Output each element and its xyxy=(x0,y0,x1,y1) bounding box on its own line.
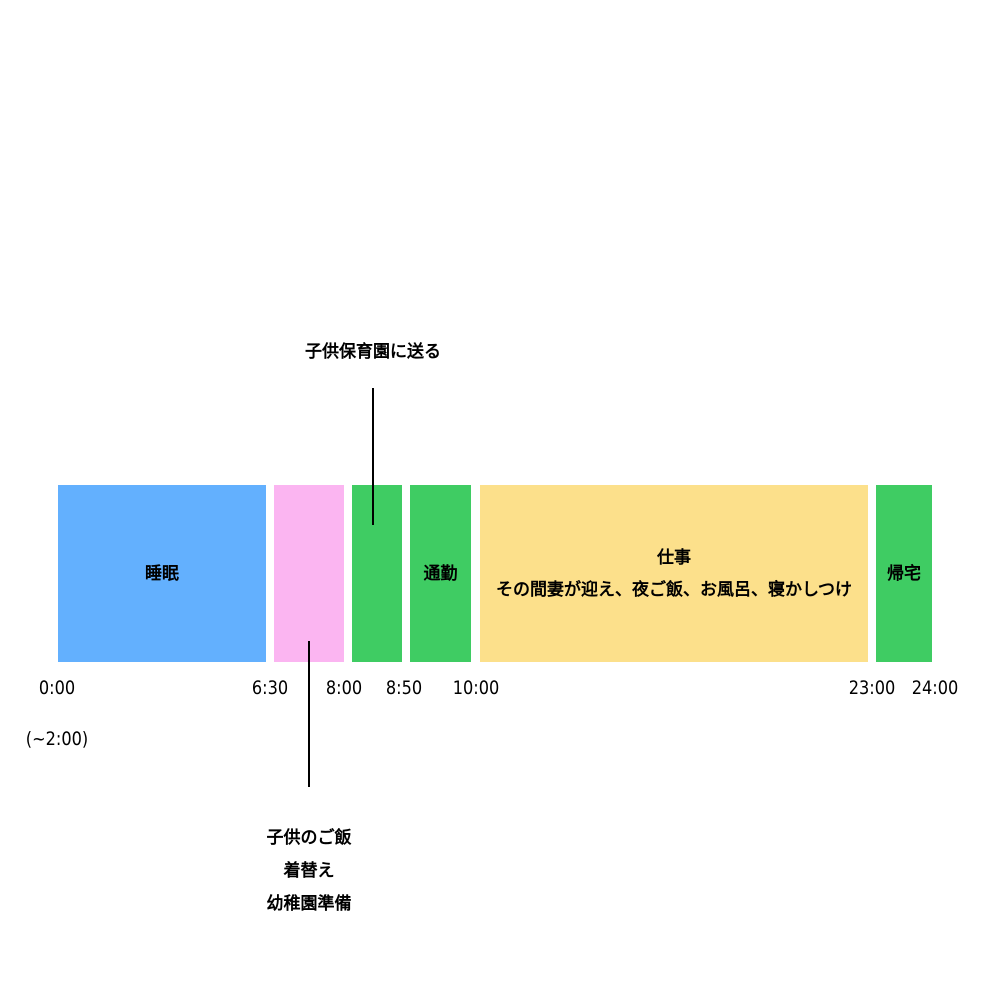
tick-label: 0:00 xyxy=(38,677,76,699)
tick-label: 23:00 xyxy=(848,677,896,699)
callout-bottom-line-connector xyxy=(308,641,310,787)
callout-bottom-text: 子供のご飯 着替え 幼稚園準備 xyxy=(267,822,352,921)
callout-bottom-line-2: 着替え xyxy=(283,861,335,881)
block-sleep-label: 睡眠 xyxy=(145,563,179,584)
block-sleep: 睡眠 xyxy=(58,485,266,662)
block-home: 帰宅 xyxy=(876,485,932,662)
callout-top-line: 子供保育園に送る xyxy=(305,342,441,362)
tick-label: 8:00 xyxy=(325,677,363,699)
tick-label: 6:30 xyxy=(251,677,289,699)
block-commute-label: 通勤 xyxy=(423,563,458,584)
tick-label: 10:00 xyxy=(452,677,500,699)
block-work: 仕事 その間妻が迎え、夜ご飯、お風呂、寝かしつけ xyxy=(480,485,868,662)
block-drop-off xyxy=(352,485,402,662)
tick-label: 8:50 xyxy=(385,677,423,699)
tick-label: 24:00 xyxy=(911,677,959,699)
tick-sub-label: (~2:00) xyxy=(25,728,89,750)
block-home-label: 帰宅 xyxy=(887,563,921,584)
block-kid-prep xyxy=(274,485,344,662)
callout-bottom-line-3: 幼稚園準備 xyxy=(266,894,352,914)
callout-top-text: 子供保育園に送る xyxy=(305,336,441,369)
block-work-detail: その間妻が迎え、夜ご飯、お風呂、寝かしつけ xyxy=(496,579,852,600)
callout-bottom-line-1: 子供のご飯 xyxy=(266,828,352,848)
block-commute: 通勤 xyxy=(410,485,471,662)
block-work-title: 仕事 xyxy=(657,547,691,568)
callout-top-line-connector xyxy=(372,388,374,525)
